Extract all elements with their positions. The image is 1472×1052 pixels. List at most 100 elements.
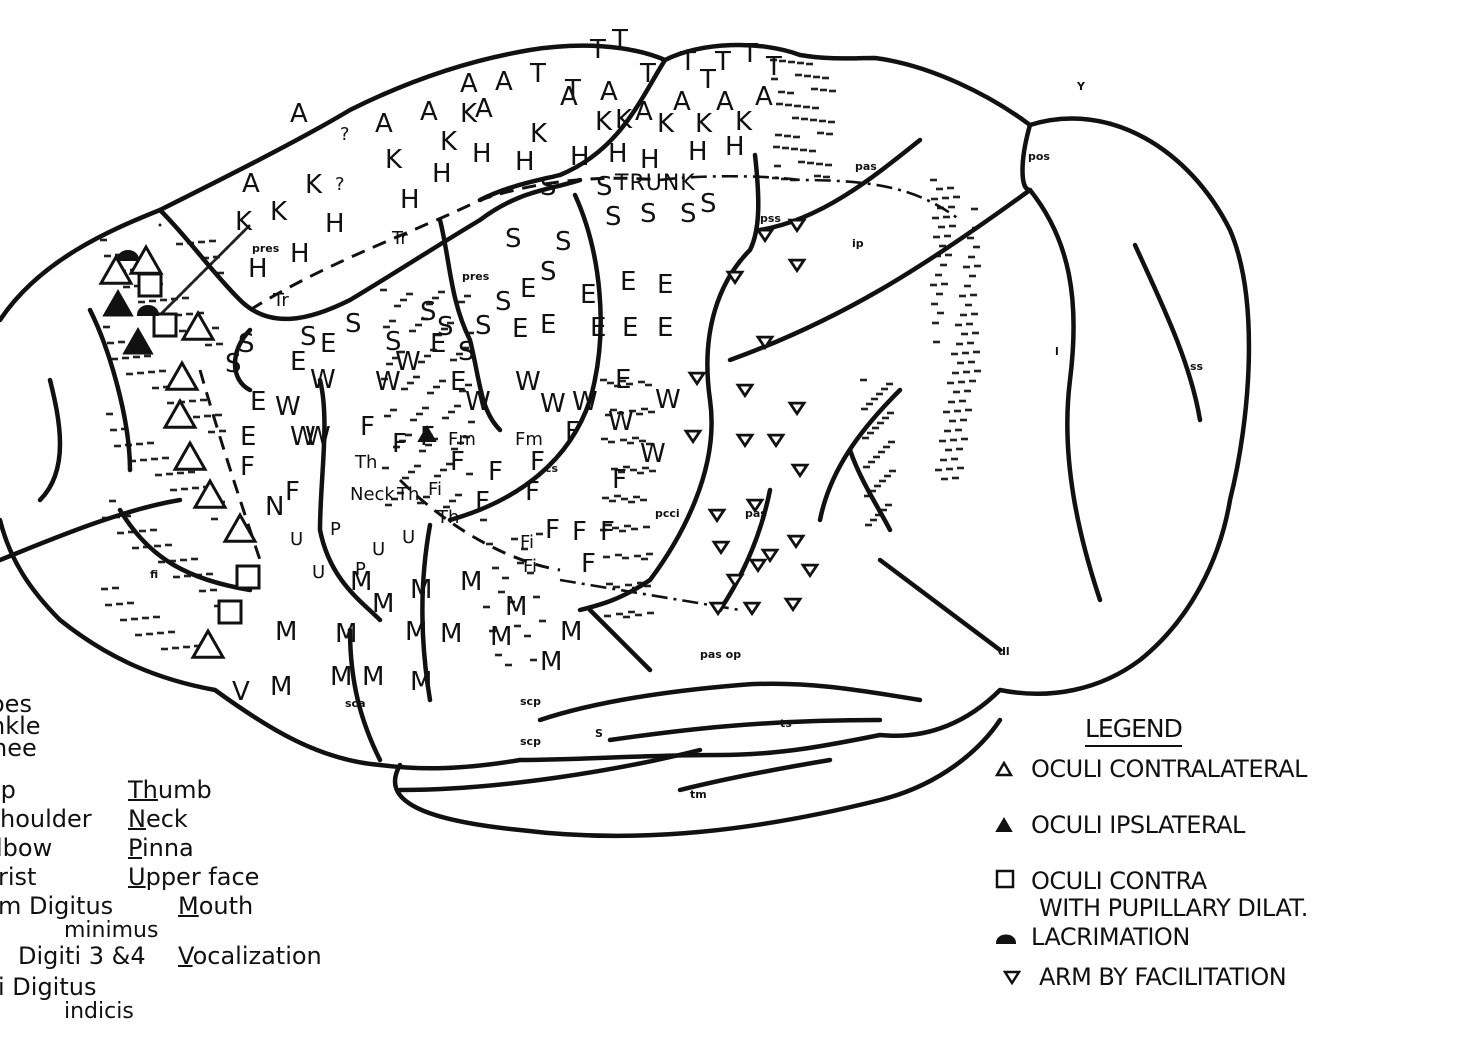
- arm-facilitation-marker: [787, 401, 807, 417]
- stipple-dot: [235, 236, 239, 240]
- sulcus-label: pos: [1028, 150, 1050, 163]
- key-label: m Digitus: [0, 892, 114, 920]
- sulcus-label: tm: [690, 788, 707, 801]
- region-letter-hip: H: [290, 239, 310, 269]
- region-letter-shoulder: S: [495, 287, 512, 317]
- region-letter-mouth: M: [372, 589, 394, 619]
- arm-facilitation-marker: [683, 429, 703, 445]
- stipple-dot: [187, 284, 191, 288]
- region-letter-ankle: A: [242, 169, 260, 199]
- region-letter-shoulder: S: [555, 227, 572, 257]
- stipple-dot: [171, 300, 175, 304]
- legend-item-arm-facilitation: ARM BY FACILITATION: [1002, 962, 1287, 991]
- region-letter-mouth: M: [560, 617, 582, 647]
- region-letter-trunk_short: Tr: [391, 228, 408, 249]
- key-abbr: V: [178, 942, 193, 970]
- legend-item-oculi-contralateral: OCULI CONTRALATERAL: [994, 754, 1307, 783]
- sulci: [0, 57, 1203, 793]
- region-letter-fingers: F: [545, 515, 560, 545]
- region-letter-fingers: F: [530, 447, 545, 477]
- arm-facilitation-marker: [711, 540, 731, 556]
- key-label: lbow: [0, 834, 53, 862]
- region-letter-mouth: M: [410, 575, 432, 605]
- region-letter-mouth: M: [330, 662, 352, 692]
- key-label: nkle: [0, 712, 41, 740]
- sulcus-label: fi: [150, 568, 158, 581]
- region-letter-digitus_indicis: Fi: [428, 479, 442, 500]
- region-letter-thumb: Th: [436, 507, 459, 528]
- arm-facilitation-marker: [766, 433, 786, 449]
- region-letter-elbow: E: [615, 365, 631, 395]
- key-abbr: N: [128, 805, 146, 833]
- region-letter-wrist: W: [540, 389, 566, 419]
- region-letter-unknown: ?: [335, 174, 345, 195]
- stipple-dot: [230, 241, 234, 245]
- region-letter-ankle: A: [716, 87, 734, 117]
- arm-facilitation-marker: [790, 463, 810, 479]
- oculi-contralateral-marker: [222, 511, 258, 543]
- sulcus-label: pas op: [700, 648, 741, 661]
- region-letter-mouth: M: [410, 667, 432, 697]
- region-letter-mouth: M: [460, 567, 482, 597]
- region-letter-pinna: P: [330, 519, 341, 540]
- region-letter-hip: H: [432, 159, 452, 189]
- region-letter-fingers: F: [240, 452, 255, 482]
- oculi-contra-pupillary-marker: [152, 312, 178, 338]
- stipple-dot: [158, 223, 162, 227]
- sulcus-label: ss: [1190, 360, 1204, 373]
- region-letter-wrist: W: [310, 365, 336, 395]
- key-label: pper face: [145, 863, 260, 891]
- region-letter-upper_face: U: [372, 539, 385, 560]
- region-letter-knee: K: [385, 145, 403, 175]
- sulcus-label: Y: [1076, 80, 1086, 93]
- key-ankle: nkle: [0, 712, 41, 741]
- region-letter-fingers: F: [392, 429, 407, 459]
- region-letter-digitus_minimus: Fm: [448, 429, 476, 450]
- region-letter-hip: H: [640, 145, 660, 175]
- region-letter-elbow: E: [622, 313, 638, 343]
- region-letter-wrist: W: [275, 392, 301, 422]
- oculi-ipsilateral-marker: [417, 424, 437, 442]
- region-letter-thumb: Th: [396, 484, 419, 505]
- key-label: outh: [198, 892, 254, 920]
- arm-facilitation-marker: [735, 433, 755, 449]
- stipple-dot: [193, 278, 197, 282]
- stipple-dot: [224, 247, 228, 251]
- region-letter-elbow: E: [290, 347, 306, 377]
- sulcus-label: scp: [520, 695, 541, 708]
- legend-item-lacrimation: LACRIMATION: [995, 922, 1190, 951]
- key-label: rist: [0, 863, 37, 891]
- region-letter-toes: T: [741, 39, 758, 69]
- region-letter-wrist: W: [290, 422, 316, 452]
- region-letter-wrist: W: [395, 347, 421, 377]
- region-letter-hip: H: [515, 147, 535, 177]
- key-thumb: Thumb: [128, 776, 212, 805]
- region-letter-elbow: E: [320, 329, 336, 359]
- region-letter-shoulder: S: [238, 329, 255, 359]
- stipple-dot: [240, 231, 244, 235]
- key-label: oes: [0, 690, 32, 718]
- region-letter-fingers: F: [475, 487, 490, 517]
- filled-triangle-icon: [995, 811, 1031, 839]
- key-label: inna: [141, 834, 194, 862]
- legend-item-oculi-ipsilateral: OCULI IPSLATERAL: [995, 810, 1245, 839]
- region-letter-neck: Neck: [350, 484, 395, 505]
- key-pinna: Pinna: [128, 834, 194, 863]
- oculi-contralateral-marker: [180, 309, 216, 341]
- region-letter-elbow: E: [450, 367, 466, 397]
- arm-facilitation-marker: [708, 601, 728, 617]
- region-letter-toes: T: [529, 59, 546, 89]
- key-abbr: M: [178, 892, 199, 920]
- key-upper-face: Upper face: [128, 863, 259, 892]
- key-vocalization: Vocalization: [178, 942, 322, 971]
- arm-facilitation-marker: [725, 270, 745, 286]
- arm-facilitation-marker: [760, 548, 780, 564]
- region-letter-hip: H: [725, 132, 745, 162]
- sulcus-label: l: [1055, 345, 1059, 358]
- region-letter-knee: K: [735, 107, 753, 137]
- region-letter-shoulder: S: [225, 349, 242, 379]
- region-letter-pinna: P: [355, 559, 366, 580]
- region-letter-mouth: M: [270, 672, 292, 702]
